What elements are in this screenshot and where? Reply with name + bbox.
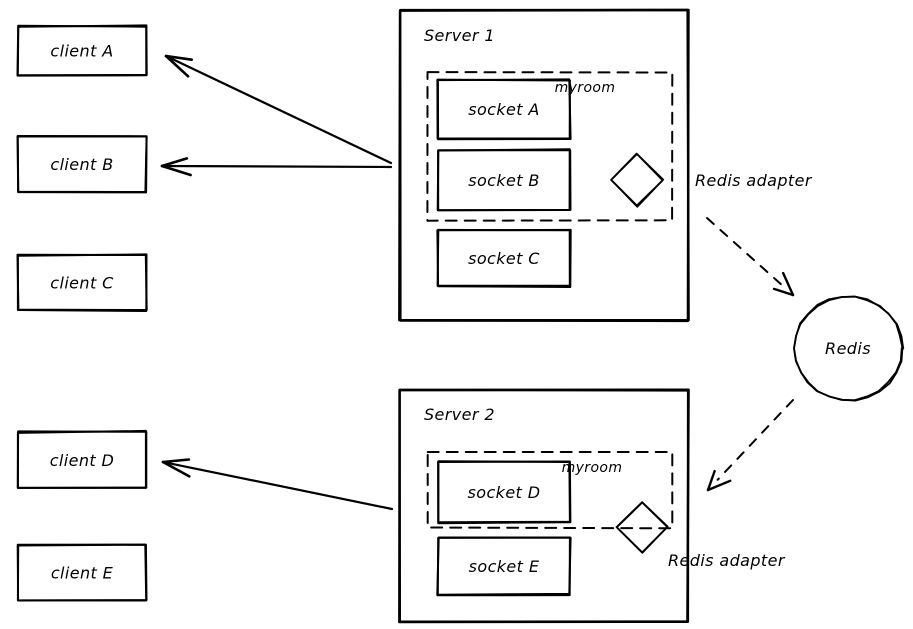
server-2-room-box[interactable] — [426, 451, 674, 530]
adapter-diamond-1[interactable] — [610, 152, 665, 208]
redis-adapter-label-bottom: Redis adapter — [668, 551, 786, 570]
socket-a-label: socket A — [468, 100, 540, 119]
socket-d-label: socket D — [468, 483, 541, 502]
socket-e-label: socket E — [469, 557, 540, 576]
shapes-layer — [16, 8, 905, 624]
client-e-box[interactable] — [16, 543, 148, 602]
arrows-layer — [160, 54, 795, 511]
arrow-server1-to-client-a — [164, 54, 393, 165]
server-1-box[interactable] — [398, 8, 690, 323]
server-2-room-label: myroom — [562, 460, 623, 476]
arrow-server1-to-client-b — [160, 157, 393, 177]
socket-b-label: socket B — [468, 171, 540, 190]
labels-layer: client A client B client C client D client E… — [50, 26, 871, 583]
socket-b-box[interactable] — [436, 148, 572, 212]
client-c-box[interactable] — [16, 253, 148, 312]
socket-e-box[interactable] — [436, 536, 572, 597]
client-b-box[interactable] — [16, 135, 148, 194]
client-a-label: client A — [50, 42, 113, 61]
redis-circle[interactable] — [793, 295, 905, 402]
redis-adapter-label-top: Redis adapter — [695, 171, 813, 190]
server-1-room-box[interactable] — [426, 71, 674, 222]
client-b-label: client B — [50, 155, 113, 174]
client-c-label: client C — [50, 274, 114, 293]
server-1-room-label: myroom — [555, 80, 616, 96]
socket-d-box[interactable] — [437, 460, 572, 525]
server-1-label: Server 1 — [424, 26, 495, 45]
redis-label: Redis — [825, 339, 871, 358]
socket-a-box[interactable] — [436, 78, 572, 141]
adapter-diamond-2[interactable] — [615, 501, 669, 554]
arrow-redis-to-server2 — [706, 399, 794, 492]
client-d-box[interactable] — [16, 429, 148, 489]
socket-c-label: socket C — [468, 249, 540, 268]
server-2-label: Server 2 — [424, 405, 495, 424]
socket-c-box[interactable] — [436, 228, 572, 288]
client-e-label: client E — [51, 564, 114, 583]
arrow-server2-to-client-d — [161, 458, 394, 511]
arrow-server1-to-redis — [706, 217, 795, 297]
server-2-box[interactable] — [398, 388, 690, 624]
client-d-label: client D — [50, 451, 115, 470]
client-a-box[interactable] — [16, 24, 148, 77]
